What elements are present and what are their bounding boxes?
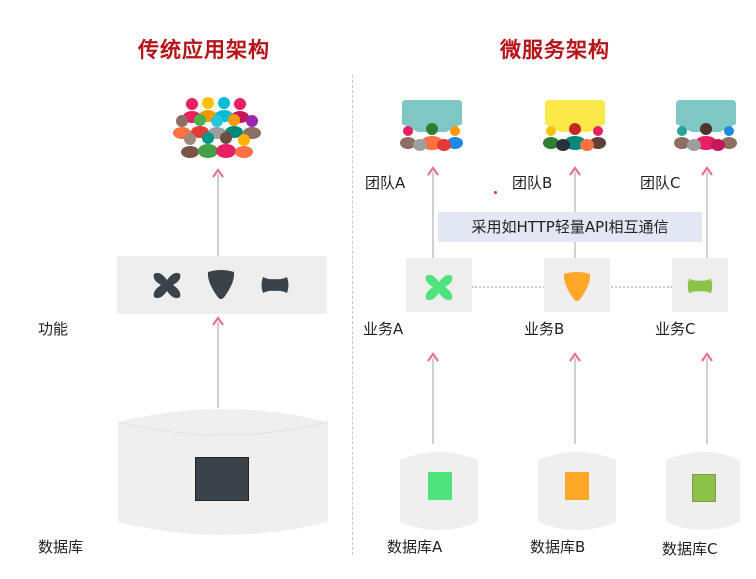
arrow-up-icon xyxy=(569,352,581,444)
traditional-architecture-title: 传统应用架构 xyxy=(138,38,270,62)
monolith-database-block xyxy=(195,457,249,501)
database-c-block xyxy=(692,474,716,502)
database-c-label: 数据库C xyxy=(662,540,718,558)
arrow-up-icon xyxy=(427,352,439,444)
team-b-label: 团队B xyxy=(512,174,553,192)
arrow-up-icon xyxy=(701,352,713,444)
section-divider xyxy=(352,75,353,555)
bowtie-shape-icon xyxy=(687,278,713,294)
arrow-up-icon xyxy=(701,166,713,258)
arrow-up-icon xyxy=(212,168,224,256)
triangle-shape-icon xyxy=(563,272,591,301)
x-shape-icon xyxy=(153,272,181,299)
arrow-up-icon xyxy=(212,316,224,408)
team-people-icon xyxy=(400,100,463,151)
database-a-block xyxy=(428,472,452,500)
people-group-icon xyxy=(173,97,261,158)
database-label: 数据库 xyxy=(38,538,84,556)
bowtie-shape-icon xyxy=(261,277,289,293)
red-dot xyxy=(494,191,497,194)
x-shape-icon xyxy=(425,274,453,301)
service-a-label: 业务A xyxy=(363,320,404,338)
team-a-label: 团队A xyxy=(365,174,406,192)
service-c-label: 业务C xyxy=(655,320,696,338)
function-label: 功能 xyxy=(38,320,69,338)
service-b-label: 业务B xyxy=(524,320,565,338)
triangle-shape-icon xyxy=(207,270,235,299)
database-b-block xyxy=(565,472,589,500)
communication-label: 采用如HTTP轻量API相互通信 xyxy=(438,212,702,242)
team-c-label: 团队C xyxy=(640,174,681,192)
microservice-architecture-title: 微服务架构 xyxy=(500,38,610,62)
database-a-label: 数据库A xyxy=(387,538,443,556)
database-b-label: 数据库B xyxy=(530,538,586,556)
team-people-icon xyxy=(674,100,737,151)
arrow-up-icon xyxy=(427,166,439,258)
team-people-icon xyxy=(543,100,606,151)
